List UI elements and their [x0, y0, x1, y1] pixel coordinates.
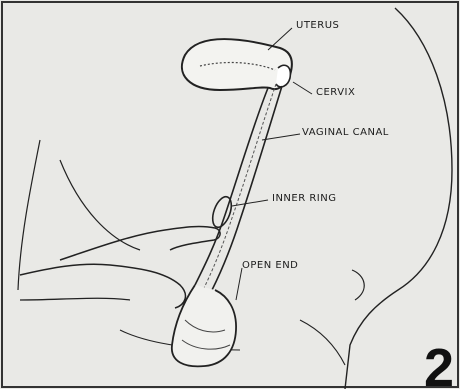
step-number: 2: [424, 341, 454, 389]
open-end-label: OPEN END: [242, 260, 298, 271]
cervix-label: CERVIX: [316, 87, 355, 98]
uterus-leader: [268, 28, 292, 50]
inner-ring-label: INNER RING: [272, 193, 336, 204]
cervix-shape: [276, 65, 290, 87]
open-end-shape: [172, 285, 236, 366]
cervix-leader: [293, 82, 312, 94]
vaginal-canal-upper-wall: [195, 88, 268, 285]
hand-finger: [60, 227, 220, 260]
uterus-shape: [182, 39, 292, 90]
hand-palm: [20, 264, 185, 308]
forearm: [20, 298, 130, 300]
body-outline-inner: [352, 270, 364, 300]
uterus-label: UTERUS: [296, 20, 339, 31]
body-outline: [345, 8, 452, 389]
thigh-outline: [18, 140, 140, 290]
open-end-leader: [236, 268, 242, 300]
vaginal-canal-label: VAGINAL CANAL: [302, 127, 389, 138]
